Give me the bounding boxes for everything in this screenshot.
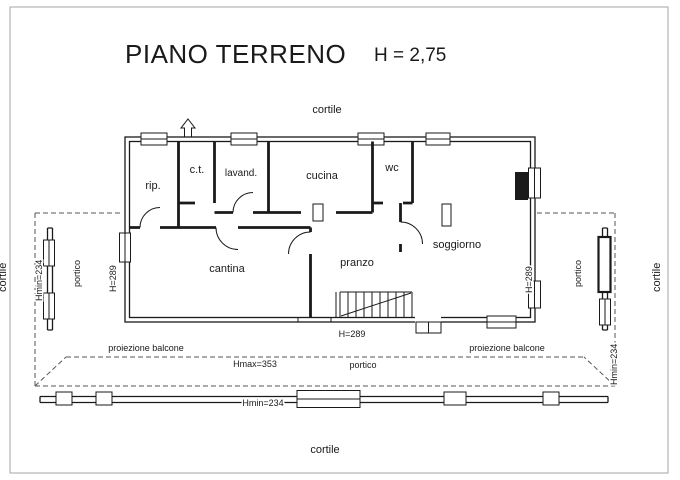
entrance-arrow-icon	[179, 118, 197, 138]
room-label-lavand: lavand.	[225, 168, 257, 179]
sheet-border	[9, 6, 669, 474]
portico-right-wall	[597, 227, 612, 331]
stairs	[335, 291, 413, 318]
portico-bottom-label: portico	[349, 360, 376, 370]
proiezione-balcone-left-label: proiezione balcone	[108, 343, 184, 353]
plan-windows	[119, 118, 541, 329]
plan-interior-walls	[129, 141, 423, 318]
cortile-top-label: cortile	[312, 104, 341, 116]
hmin-right-label: Hmin=234	[609, 344, 619, 385]
portico-right-label: portico	[573, 260, 583, 287]
exterior-step	[415, 316, 442, 334]
room-label-pranzo: pranzo	[340, 257, 374, 269]
room-label-wc: wc	[384, 162, 399, 174]
page-title: PIANO TERRENO	[125, 39, 346, 69]
room-label-ct: c.t.	[190, 164, 205, 176]
h289-left-label: H=289	[108, 265, 118, 292]
plan-outer-walls	[124, 136, 536, 323]
hmin-left-label: Hmin=234	[34, 260, 44, 301]
room-label-soggiorno: soggiorno	[433, 239, 481, 251]
h289-right-label: H=289	[524, 266, 534, 293]
labels: cortile cortile cortile cortile rip. c.t…	[0, 104, 663, 456]
pillar-detail	[441, 203, 452, 227]
hmin-bottom-label: Hmin=234	[242, 398, 283, 408]
portico-left-wall	[43, 227, 55, 331]
portico-left-label: portico	[72, 260, 82, 287]
cortile-left-label: cortile	[0, 263, 9, 292]
height-note: H = 2,75	[374, 45, 446, 66]
room-label-rip: rip.	[145, 180, 160, 192]
h289-stairs-label: H=289	[339, 329, 366, 339]
hmax-label: Hmax=353	[233, 359, 277, 369]
title-block: PIANO TERRENO H = 2,75	[125, 39, 446, 69]
cortile-right-label: cortile	[651, 263, 663, 292]
terrace-front-wall	[39, 390, 609, 408]
room-label-cantina: cantina	[209, 263, 245, 275]
proiezione-balcone-right-label: proiezione balcone	[469, 343, 545, 353]
flue-block	[515, 172, 528, 200]
room-label-cucina: cucina	[306, 170, 339, 182]
balcony-projection-outline	[34, 212, 616, 387]
cortile-bottom-label: cortile	[310, 444, 339, 456]
